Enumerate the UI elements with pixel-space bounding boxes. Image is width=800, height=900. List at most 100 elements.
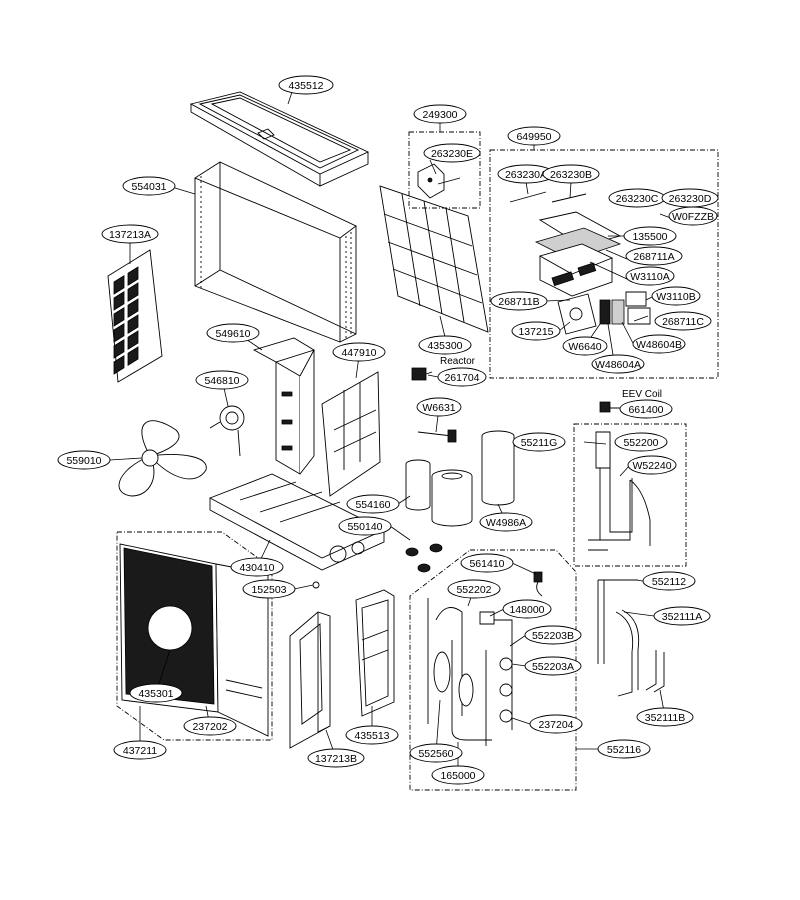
- callout-W52240[interactable]: W52240: [627, 455, 677, 475]
- callout-W6640[interactable]: W6640: [562, 336, 608, 356]
- callout-661400[interactable]: 661400: [619, 399, 673, 419]
- side-cover: [356, 590, 394, 716]
- callout-label: 261704: [444, 372, 479, 384]
- callout-label: 554160: [355, 499, 390, 511]
- callout-352111B[interactable]: 352111B: [636, 707, 694, 727]
- group-box-552200: [573, 423, 687, 567]
- callout-552200[interactable]: 552200: [614, 432, 668, 452]
- callout-W6631[interactable]: W6631: [416, 397, 462, 417]
- callout-546810[interactable]: 546810: [195, 370, 249, 390]
- callout-268711A[interactable]: 268711A: [625, 246, 683, 266]
- callout-165000[interactable]: 165000: [431, 765, 485, 785]
- top-cover: [191, 92, 368, 186]
- callout-352111A[interactable]: 352111A: [653, 606, 711, 626]
- callout-649950[interactable]: 649950: [507, 126, 561, 146]
- eev-coil: [600, 402, 620, 412]
- note-reactor: Reactor: [440, 356, 476, 367]
- callout-268711B[interactable]: 268711B: [490, 291, 548, 311]
- callout-435512[interactable]: 435512: [278, 75, 334, 95]
- callout-261704[interactable]: 261704: [437, 367, 487, 387]
- callout-label: 263230C: [616, 193, 659, 205]
- callout-263230C[interactable]: 263230C: [608, 188, 666, 208]
- callout-label: W6640: [568, 341, 601, 353]
- callout-263230E[interactable]: 263230E: [423, 143, 481, 163]
- callout-152503[interactable]: 152503: [242, 579, 296, 599]
- callout-label: 152503: [251, 584, 286, 596]
- callout-552202[interactable]: 552202: [447, 579, 501, 599]
- callout-label: 552202: [456, 584, 491, 596]
- pipes-right: [598, 580, 664, 696]
- callout-label: 148000: [509, 604, 544, 616]
- callout-label: 268711A: [633, 251, 674, 263]
- callout-label: 554031: [131, 181, 166, 193]
- callout-label: W3110B: [656, 291, 696, 303]
- callout-237204[interactable]: 237204: [529, 714, 583, 734]
- sensor-561410: [534, 572, 542, 596]
- callout-label: 435301: [138, 688, 173, 700]
- callout-435513[interactable]: 435513: [345, 725, 399, 745]
- callout-552203B[interactable]: 552203B: [524, 625, 582, 645]
- callout-W48604A[interactable]: W48604A: [591, 354, 645, 374]
- group-boxes: [116, 131, 719, 791]
- callout-148000[interactable]: 148000: [502, 599, 552, 619]
- callout-137213A[interactable]: 137213A: [101, 224, 159, 244]
- callout-549610[interactable]: 549610: [206, 323, 260, 343]
- side-panel: [290, 612, 330, 748]
- callout-55211G[interactable]: 55211G: [512, 432, 566, 452]
- callout-561410[interactable]: 561410: [460, 553, 514, 573]
- callout-label: 268711B: [498, 296, 539, 308]
- callout-550140[interactable]: 550140: [338, 516, 392, 536]
- callout-W0FZZB[interactable]: W0FZZB: [668, 206, 718, 226]
- callout-W48604B[interactable]: W48604B: [632, 334, 686, 354]
- callout-552116[interactable]: 552116: [597, 739, 651, 759]
- callout-label: W4986A: [486, 517, 526, 529]
- callout-435300[interactable]: 435300: [418, 335, 472, 355]
- callout-263230D[interactable]: 263230D: [661, 188, 719, 208]
- callout-label: 137213B: [315, 753, 357, 765]
- callout-label: 435513: [354, 730, 389, 742]
- fan-motor: [210, 406, 244, 456]
- rubber-feet: [406, 544, 442, 572]
- callout-label: 263230D: [669, 193, 712, 205]
- callout-label: 263230E: [431, 148, 473, 160]
- callout-label: 135500: [632, 231, 667, 243]
- callout-label: 549610: [215, 328, 250, 340]
- callout-W4986A[interactable]: W4986A: [479, 512, 533, 532]
- callout-W3110B[interactable]: W3110B: [651, 286, 701, 306]
- partition-plate: [322, 372, 380, 496]
- callout-label: 263230A: [505, 169, 547, 181]
- callout-135500[interactable]: 135500: [623, 226, 677, 246]
- callout-430410[interactable]: 430410: [230, 557, 284, 577]
- callout-552203A[interactable]: 552203A: [524, 656, 582, 676]
- callout-552560[interactable]: 552560: [409, 743, 463, 763]
- callout-label: 550140: [347, 521, 382, 533]
- callout-435301[interactable]: 435301: [129, 683, 183, 703]
- callout-137215[interactable]: 137215: [511, 321, 561, 341]
- callout-437211[interactable]: 437211: [113, 740, 167, 760]
- callout-554160[interactable]: 554160: [346, 494, 400, 514]
- callout-237202[interactable]: 237202: [183, 716, 237, 736]
- callout-447910[interactable]: 447910: [332, 342, 386, 362]
- callout-label: W6631: [422, 402, 455, 414]
- group-box-249300: [408, 131, 481, 209]
- callout-label: 552203B: [532, 630, 574, 642]
- callout-label: 561410: [469, 558, 504, 570]
- callout-W3110A[interactable]: W3110A: [625, 266, 675, 286]
- callout-label: W52240: [632, 460, 671, 472]
- callout-label: 237202: [192, 721, 227, 733]
- callout-552112[interactable]: 552112: [642, 571, 696, 591]
- rear-grille: [380, 186, 488, 332]
- callout-559010[interactable]: 559010: [57, 450, 111, 470]
- callout-268711C[interactable]: 268711C: [654, 311, 712, 331]
- callout-249300[interactable]: 249300: [413, 104, 467, 124]
- callout-137213B[interactable]: 137213B: [307, 748, 365, 768]
- callout-263230B[interactable]: 263230B: [542, 164, 600, 184]
- callout-label: 55211G: [521, 437, 558, 449]
- callout-label: 552116: [607, 744, 641, 756]
- accumulator: [482, 431, 514, 505]
- callout-554031[interactable]: 554031: [122, 176, 176, 196]
- motor-bracket: [254, 338, 314, 474]
- sensor-w6631: [418, 430, 456, 442]
- callout-label: W48604A: [595, 359, 641, 371]
